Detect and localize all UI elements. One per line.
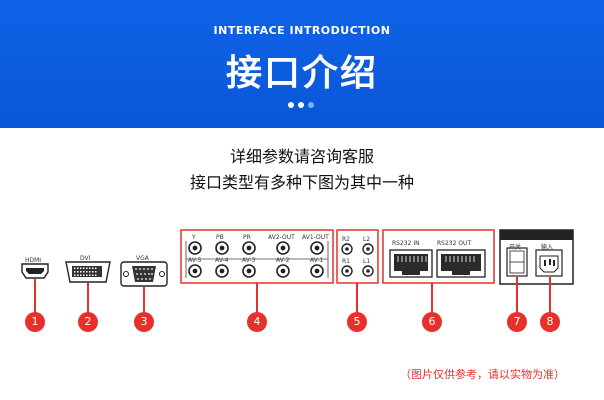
vga-label: VGA <box>136 255 149 262</box>
power-input-label: 输入 <box>541 244 554 251</box>
power-switch-icon <box>506 247 528 277</box>
rs232-in-label: RS232 IN <box>392 240 420 247</box>
carousel-dot[interactable] <box>298 102 304 108</box>
callout-badge-8: 8 <box>540 312 560 332</box>
callout-line <box>256 283 258 313</box>
disclaimer-note: （图片仅供参考，请以实物为准） <box>400 368 565 381</box>
audio-label: L2 <box>363 236 371 243</box>
callout-badge-2: 2 <box>78 312 98 332</box>
callout-badge-4: 4 <box>247 312 267 332</box>
callout-line <box>431 283 433 313</box>
hdmi-port-icon <box>21 263 49 279</box>
av-bottom-label: AV-2 <box>276 257 290 264</box>
rs232-out-label: RS232 OUT <box>437 240 472 247</box>
av-top-label: Y <box>192 234 196 241</box>
vga-port-icon <box>120 261 168 287</box>
callout-line <box>87 283 89 313</box>
dvi-label: DVI <box>80 255 91 262</box>
callout-badge-6: 6 <box>422 312 442 332</box>
callout-line <box>34 279 36 313</box>
title-cn: 接口介绍 <box>225 53 378 94</box>
rj45-port-icons <box>389 249 486 278</box>
note-line-2: 接口类型有多种下图为其中一种 <box>189 173 414 192</box>
callout-badge-1: 1 <box>25 312 45 332</box>
rca-jacks <box>188 241 324 278</box>
callout-line <box>516 277 518 313</box>
dvi-port-icon <box>65 261 111 283</box>
callout-line <box>549 277 551 313</box>
callout-badge-5: 5 <box>347 312 367 332</box>
av-top-label: AV2-OUT <box>268 234 295 241</box>
av-bottom-label: AV-3 <box>242 257 256 264</box>
av-bottom-label: AV-4 <box>215 257 229 264</box>
av-top-label: AV1-OUT <box>302 234 329 241</box>
power-switch-label: 开关 <box>509 244 522 251</box>
av-top-label: PB <box>216 234 224 241</box>
carousel-dot[interactable] <box>288 102 294 108</box>
callout-badge-7: 7 <box>507 312 527 332</box>
rs232-ports-group <box>382 229 495 284</box>
audio-label: L1 <box>363 258 371 265</box>
audio-label: R2 <box>342 236 350 243</box>
av-top-label: PR <box>243 234 251 241</box>
av-bottom-label: AV-1 <box>310 257 324 264</box>
av-bottom-label: AV-5 <box>188 257 202 264</box>
callout-line <box>356 283 358 313</box>
carousel-dot[interactable] <box>308 102 314 108</box>
power-socket-icon <box>535 249 563 277</box>
callout-line <box>143 287 145 313</box>
audio-label: R1 <box>342 258 350 265</box>
title-en: INTERFACE INTRODUCTION <box>213 24 391 37</box>
hdmi-label: HDMI <box>25 257 42 264</box>
header-banner: INTERFACE INTRODUCTION 接口介绍 <box>0 0 604 128</box>
callout-badge-3: 3 <box>134 312 154 332</box>
note-line-1: 详细参数请咨询客服 <box>229 147 374 166</box>
